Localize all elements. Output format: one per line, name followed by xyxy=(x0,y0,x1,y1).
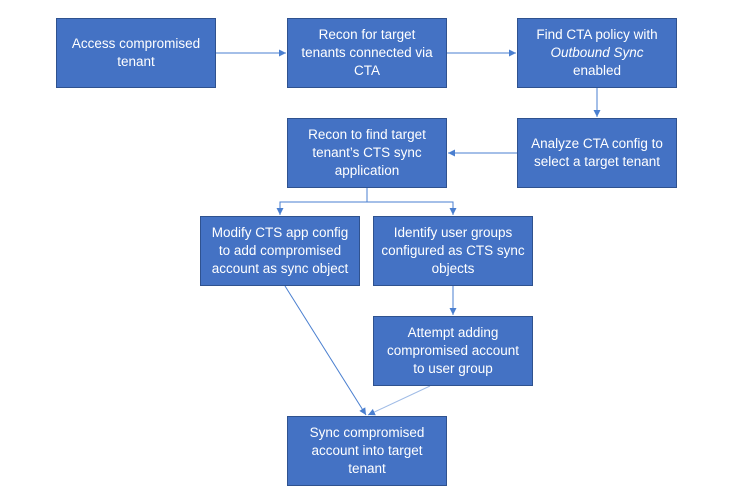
node-text-line: application xyxy=(334,163,400,178)
node-text-line: Analyze CTA config to xyxy=(531,136,663,151)
node-text-line: Recon for target xyxy=(318,27,416,42)
node-find-cta-policy: Find CTA policy with Outbound Sync enabl… xyxy=(517,18,677,88)
node-text-line: account into target xyxy=(311,443,423,458)
node-access-compromised-tenant: Access compromised tenant xyxy=(56,18,216,88)
connector-recon-cts-app-to-identify-groups xyxy=(367,201,457,215)
node-text-line: to user group xyxy=(413,361,493,376)
node-text-line: compromised account xyxy=(386,343,520,358)
node-text-line: configured as CTS sync xyxy=(381,243,525,258)
node-text-line: tenants connected via xyxy=(301,45,433,60)
node-text-line: tenant xyxy=(117,54,155,69)
node-text-line: tenant’s CTS sync xyxy=(312,145,422,160)
node-modify-cts-app-config: Modify CTS app config to add compromised… xyxy=(200,216,360,286)
node-recon-cts-sync-app: Recon to find target tenant’s CTS sync a… xyxy=(287,118,447,188)
connector-modify-config-to-sync-account xyxy=(284,285,367,416)
connector-attempt-adding-to-sync-account xyxy=(367,385,431,416)
node-text-line: enabled xyxy=(572,63,622,78)
node-text-line: account as sync object xyxy=(211,261,349,276)
node-text-line: select a target tenant xyxy=(533,154,661,169)
node-text-line: Identify user groups xyxy=(393,225,513,240)
node-text-line: Access compromised xyxy=(71,36,201,51)
node-text-line: tenant xyxy=(348,461,386,476)
node-text-line: to add compromised xyxy=(218,243,342,258)
node-text-line: Modify CTS app config xyxy=(211,225,349,240)
connector-recon-cts-app-to-modify-config xyxy=(276,188,368,215)
node-sync-compromised-account: Sync compromised account into target ten… xyxy=(287,416,447,486)
node-text-line: Find CTA policy with xyxy=(536,27,658,42)
node-text-line-italic: Outbound Sync xyxy=(550,45,644,60)
node-text-line: objects xyxy=(431,261,475,276)
node-text-line: CTA xyxy=(354,63,380,78)
node-text-line: Sync compromised xyxy=(309,425,425,440)
node-attempt-adding-account: Attempt adding compromised account to us… xyxy=(373,316,533,386)
node-text-line: Attempt adding xyxy=(407,325,499,340)
node-recon-target-tenants: Recon for target tenants connected via C… xyxy=(287,18,447,88)
node-analyze-cta-config: Analyze CTA config to select a target te… xyxy=(517,118,677,188)
node-identify-user-groups: Identify user groups configured as CTS s… xyxy=(373,216,533,286)
node-text-line: Recon to find target xyxy=(308,127,426,142)
